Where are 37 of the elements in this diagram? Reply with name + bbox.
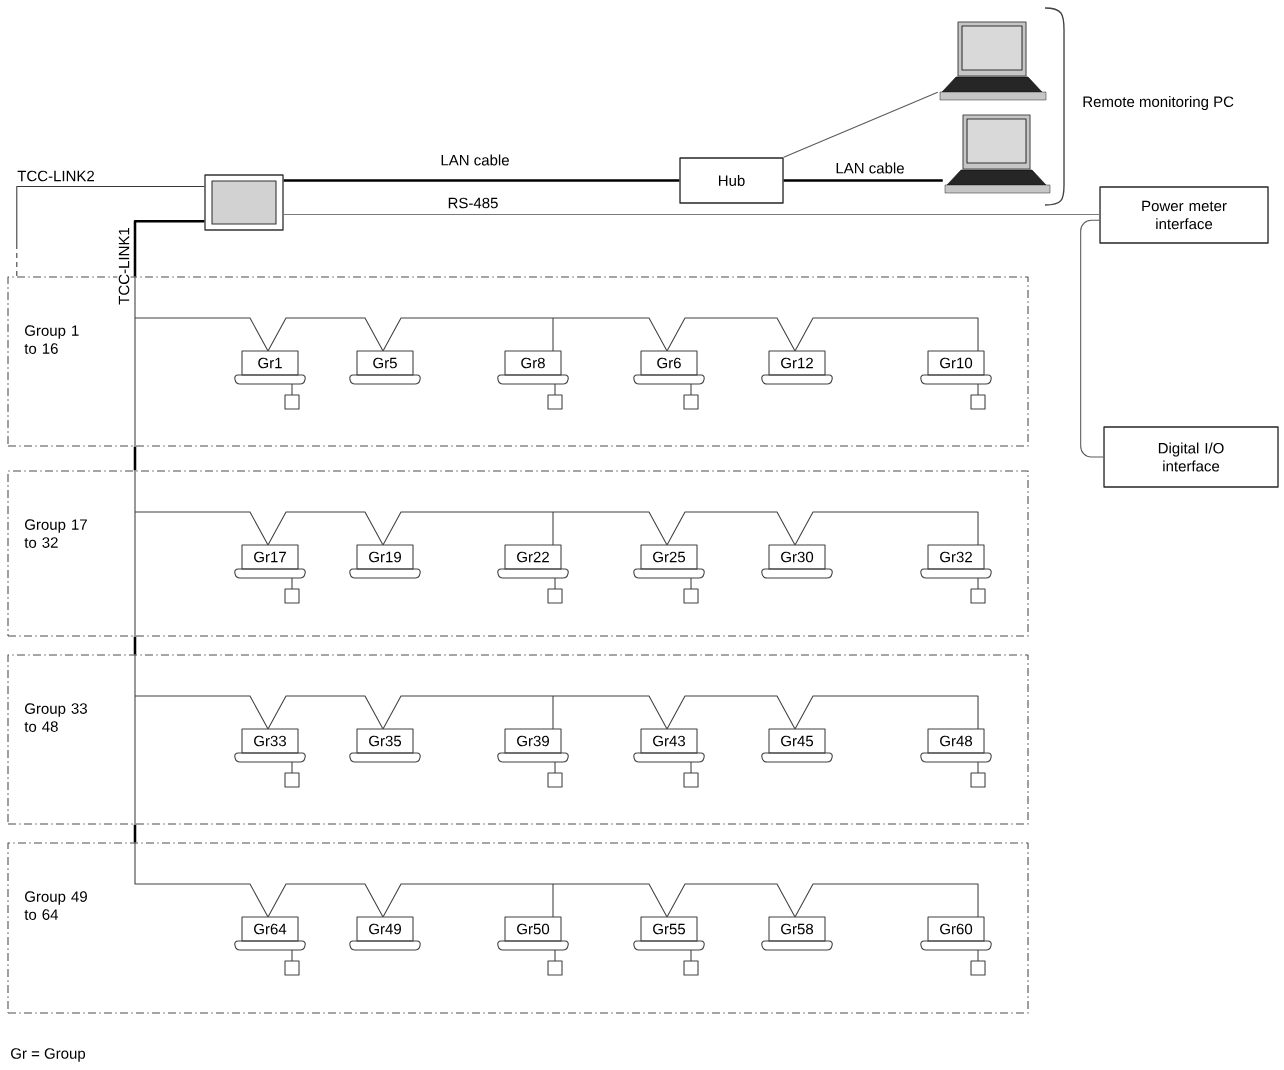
unit-label: Gr30 (781, 551, 814, 563)
unit-label: Gr6 (657, 357, 681, 369)
unit-label: Gr33 (254, 735, 286, 747)
unit-label: Gr60 (940, 923, 973, 935)
unit-label: Gr64 (254, 923, 287, 935)
edge-label: TCC-LINK2 (15, 169, 97, 183)
edge-label: RS-485 (446, 196, 500, 210)
unit-label: Gr48 (940, 735, 973, 747)
unit-label: Gr17 (254, 551, 286, 563)
laptop-drawing (944, 114, 1051, 194)
unit-label: Gr58 (781, 923, 814, 935)
unit-label: Gr12 (781, 357, 813, 369)
laptop-drawing (939, 21, 1047, 101)
unit-label: Gr32 (940, 551, 972, 563)
unit-label: Gr55 (653, 923, 686, 935)
unit-label: Gr45 (781, 735, 814, 747)
unit-label: Gr1 (258, 357, 282, 369)
unit-label: Gr22 (517, 551, 549, 563)
hub-box: Hub (679, 157, 784, 204)
edge-label: LAN cable (439, 153, 511, 167)
unit-label: Gr19 (369, 551, 401, 563)
unit-label: Gr39 (517, 735, 549, 747)
controller-box (204, 174, 284, 231)
unit-label: Gr10 (940, 357, 973, 369)
edge-label: LAN cable (834, 161, 906, 175)
unit-label: Gr50 (517, 923, 550, 935)
interface-box: Power meter interface (1099, 186, 1269, 244)
interface-box: Digital I/O interface (1103, 426, 1279, 488)
unit-label: Gr49 (369, 923, 401, 935)
unit-label: Gr43 (653, 735, 685, 747)
group-label: Remote monitoring PC (1083, 96, 1234, 110)
note: Gr = Group (11, 1048, 86, 1062)
edge-label: TCC-LINK1 (117, 225, 131, 307)
unit-label: Gr35 (369, 735, 402, 747)
unit-label: Gr5 (373, 357, 397, 369)
unit-label: Gr8 (521, 357, 545, 369)
unit-label: Gr25 (653, 551, 686, 563)
